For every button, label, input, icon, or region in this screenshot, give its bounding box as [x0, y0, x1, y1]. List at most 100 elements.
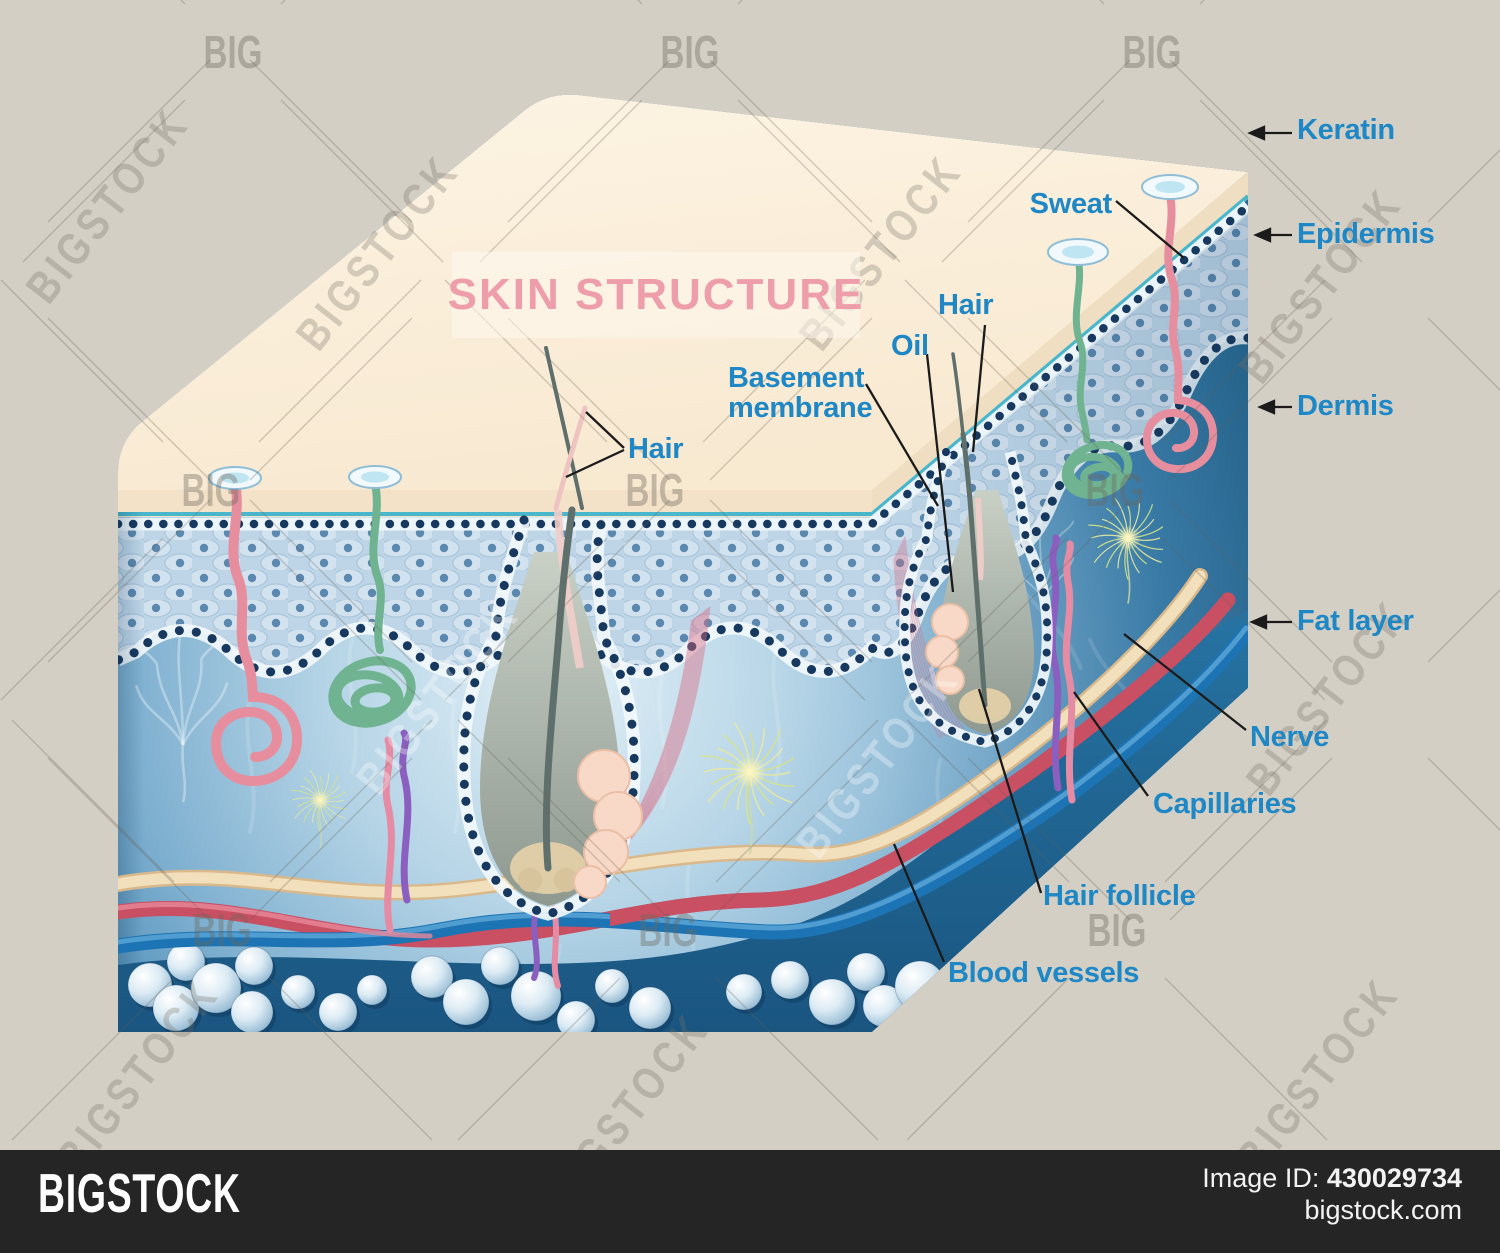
nerve-endings [290, 498, 1164, 855]
arrow-keratin [1247, 125, 1266, 141]
label-pointers [565, 125, 1292, 963]
watermark-big-text: BIG [1086, 466, 1145, 516]
watermark-big-text: BIG [182, 466, 241, 516]
line-hair-follicle [977, 688, 1043, 894]
watermark-big-text: BIG [1123, 28, 1182, 78]
fat-cell [1206, 852, 1246, 892]
fat-cell [230, 990, 274, 1033]
fat-cell [594, 968, 630, 1004]
sweat-gland-green-right [1061, 440, 1133, 500]
follicle-outline-dots-right [900, 448, 1052, 747]
keratin-dots [118, 201, 1248, 529]
label-fat-layer: Fat layer [1297, 605, 1414, 637]
label-sweat: Sweat [1029, 188, 1113, 220]
line-nerve [1123, 633, 1247, 731]
label-oil: Oil [891, 330, 929, 362]
sweat-glands [210, 192, 1218, 787]
sweat-pore [1047, 238, 1109, 266]
hair-follicle-right [893, 431, 1053, 748]
skin-block [118, 94, 1248, 1033]
fat-cell [770, 960, 810, 1000]
nerve-ending [290, 770, 347, 850]
watermark-bigstock-text: BIGSTOCK [16, 98, 200, 313]
label-hair-left: Hair [628, 433, 684, 465]
fat-cell [556, 1000, 596, 1033]
line-hair-left-1 [585, 411, 625, 449]
surface-teal-line [118, 194, 1248, 516]
line-basement [865, 383, 939, 507]
fat-layer-region [118, 610, 1248, 1032]
fat-cell [234, 946, 274, 986]
hair-shaft-right [960, 431, 988, 708]
footer-info: Image ID: 430029734 bigstock.com [1202, 1162, 1462, 1227]
sweat-pore [348, 465, 402, 489]
diagram-title: SKIN STRUCTURE [447, 270, 865, 319]
image-id-value: 430029734 [1326, 1163, 1462, 1193]
nerve-ending [700, 722, 795, 855]
fat-cell [480, 946, 520, 986]
watermark-big-text: BIG [626, 466, 685, 516]
line-capillaries [1073, 691, 1149, 797]
title-band: SKIN STRUCTURE [448, 252, 862, 338]
sweat-duct-green [369, 480, 385, 654]
label-nerve: Nerve [1250, 721, 1330, 753]
label-epidermis: Epidermis [1297, 218, 1435, 250]
hair-follicle-central [457, 506, 711, 921]
fat-cell [442, 978, 490, 1026]
line-sweat [1115, 200, 1185, 259]
arrow-fat-layer [1249, 614, 1268, 630]
image-id-line: Image ID: 430029734 [1202, 1162, 1462, 1194]
fat-cell [725, 973, 763, 1011]
label-basement-membrane: Basement membrane [728, 362, 873, 425]
watermark-big-text: BIG [193, 906, 252, 956]
bigstock-logo: BIGSTOCK [38, 1163, 241, 1225]
fat-cell [356, 974, 388, 1006]
arrow-epidermis [1253, 227, 1272, 243]
sweat-gland-pink-right [1142, 192, 1218, 474]
left-edge-shade [118, 512, 144, 1032]
fat-cell [936, 990, 976, 1030]
sweat-gland-green [328, 656, 416, 728]
website-line: bigstock.com [1304, 1195, 1462, 1226]
nerve-ending [1088, 498, 1164, 604]
watermark-big-text: BIG [1088, 906, 1147, 956]
sweat-pore [1141, 174, 1199, 200]
fat-cell [280, 974, 316, 1010]
label-hair-top: Hair [938, 289, 994, 321]
basement-membrane-dots [118, 333, 1248, 677]
sweat-gland-pink [210, 479, 303, 787]
fat-cell [318, 992, 358, 1032]
hair-shaft [542, 506, 576, 872]
inner-root-sheath [554, 509, 584, 669]
fat-cell [190, 962, 242, 1014]
artery-highlight [118, 902, 433, 939]
footer-bar: BIGSTOCK Image ID: 430029734 bigstock.co… [0, 1150, 1500, 1253]
line-hair-top [971, 324, 987, 453]
hairs-above-surface [544, 346, 965, 511]
sebaceous-gland-right [925, 603, 969, 695]
watermark-big-text: BIG [639, 906, 698, 956]
sebaceous-gland [573, 749, 643, 899]
arrow-dermis [1257, 399, 1276, 415]
fat-cell [628, 986, 672, 1030]
line-hair-left-2 [565, 448, 625, 479]
label-blood-vessels: Blood vessels [948, 957, 1140, 989]
watermark-big-text: BIG [661, 28, 720, 78]
follicle-outline-dots [459, 515, 639, 919]
sweat-pores [208, 174, 1199, 490]
sweat-pore [208, 466, 262, 490]
line-blood-vessels [892, 843, 946, 963]
label-keratin: Keratin [1297, 114, 1395, 146]
fat-cell [808, 978, 856, 1026]
sweat-duct-green-right [1072, 254, 1091, 444]
label-capillaries: Capillaries [1153, 788, 1297, 820]
fat-cell [846, 952, 886, 992]
image-id-label: Image ID: [1202, 1163, 1320, 1193]
fat-cell [894, 960, 946, 1012]
fat-cell [152, 984, 200, 1032]
label-hair-follicle: Hair follicle [1043, 880, 1196, 912]
label-dermis: Dermis [1297, 390, 1394, 422]
